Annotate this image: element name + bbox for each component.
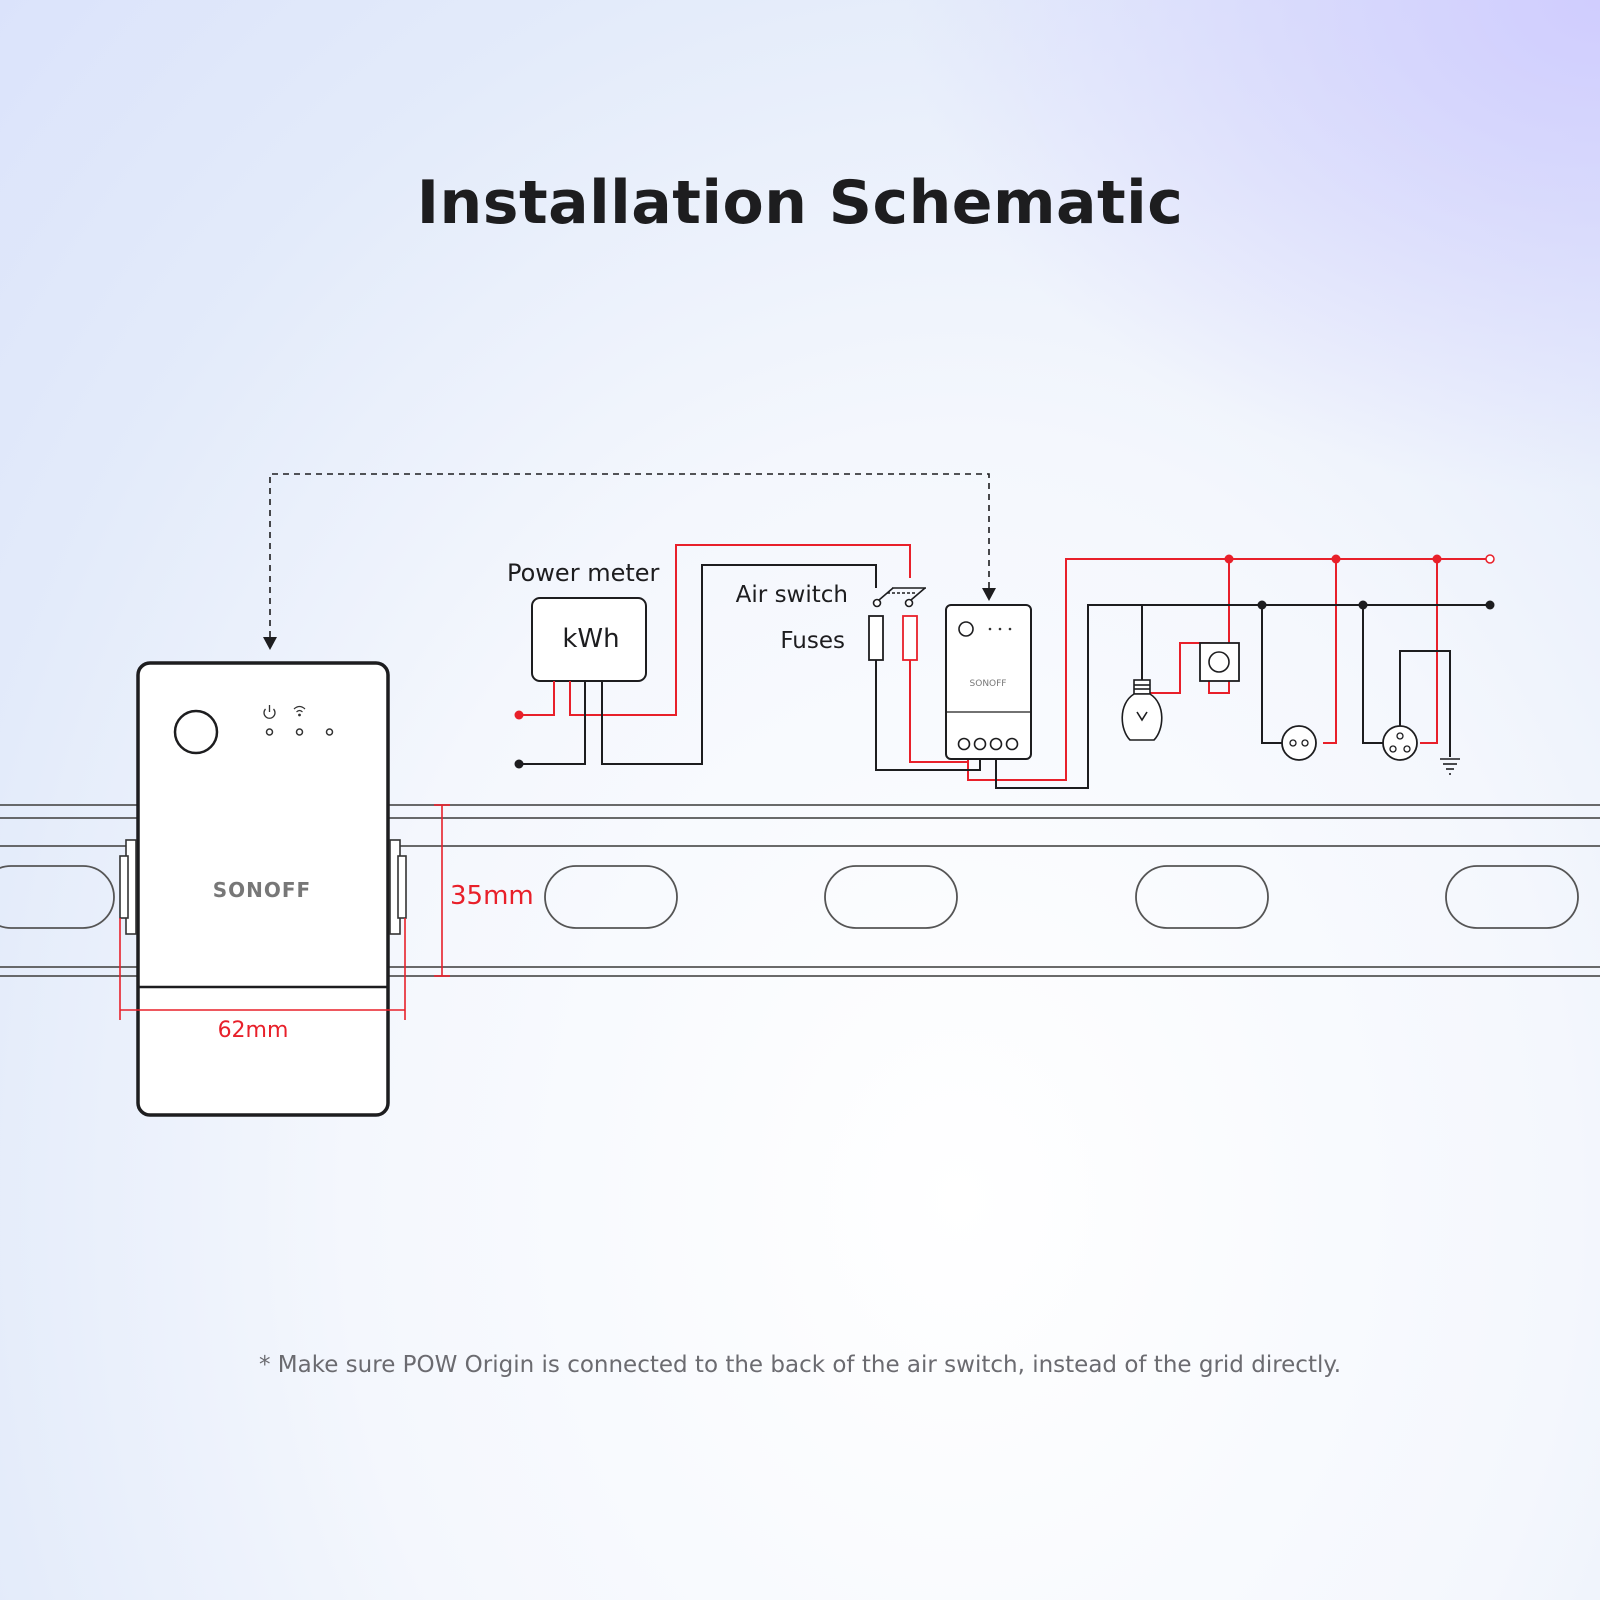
junction: [1331, 554, 1341, 564]
junction: [1358, 600, 1368, 610]
device-button: [173, 709, 219, 755]
switch-icon: [1199, 642, 1240, 682]
page-title: Installation Schematic: [416, 168, 1184, 238]
fuses-label: Fuses: [780, 628, 845, 654]
dimension-35mm: [434, 804, 450, 977]
pow-origin-device: SONOFF: [119, 661, 407, 1117]
led-indicator: [265, 728, 274, 736]
background-tint: [900, 0, 1600, 500]
led-indicator: [325, 728, 334, 736]
pow-origin-small: SONOFF: [945, 604, 1032, 760]
installation-footnote: * Make sure POW Origin is connected to t…: [258, 1352, 1342, 1378]
bulb-icon: [1121, 679, 1163, 741]
dimension-62mm: [119, 918, 406, 1020]
socket-icon: [1382, 725, 1418, 761]
wifi-icon: [293, 705, 306, 717]
rail-slot: [544, 865, 678, 929]
led-indicator: [295, 728, 304, 736]
air-switch-label: Air switch: [736, 582, 848, 608]
live-terminal: [514, 710, 524, 720]
junction: [1432, 554, 1442, 564]
height-dimension-label: 35mm: [450, 881, 534, 911]
terminal: [989, 737, 1003, 751]
power-meter-box: [531, 597, 647, 682]
dashed-connector: [269, 473, 990, 637]
rail-slot: [1135, 865, 1269, 929]
rail-slot: [0, 865, 115, 929]
brand-logo: SONOFF: [213, 878, 311, 902]
arrow-head: [982, 588, 996, 601]
neutral-wires: [519, 564, 1490, 789]
fuse-neutral: [868, 615, 884, 661]
kwh-label: kWh: [562, 624, 619, 654]
air-switch-symbol: [872, 587, 926, 608]
arrow-head: [263, 637, 277, 650]
junction: [1257, 600, 1267, 610]
power-meter-label: Power meter: [507, 559, 660, 587]
live-end: [1485, 554, 1495, 564]
rail-slot: [824, 865, 958, 929]
rail-slot: [1445, 865, 1579, 929]
power-icon: [263, 705, 276, 719]
socket-icon: [1281, 725, 1317, 761]
terminal: [957, 737, 971, 751]
terminal: [1005, 737, 1019, 751]
neutral-end: [1485, 600, 1495, 610]
ground-icon: [1440, 758, 1460, 775]
fuse-live: [902, 615, 918, 661]
small-brand-logo: SONOFF: [970, 679, 1007, 689]
width-dimension-label: 62mm: [218, 1018, 289, 1043]
neutral-terminal: [514, 759, 524, 769]
junction: [1224, 554, 1234, 564]
terminal: [973, 737, 987, 751]
